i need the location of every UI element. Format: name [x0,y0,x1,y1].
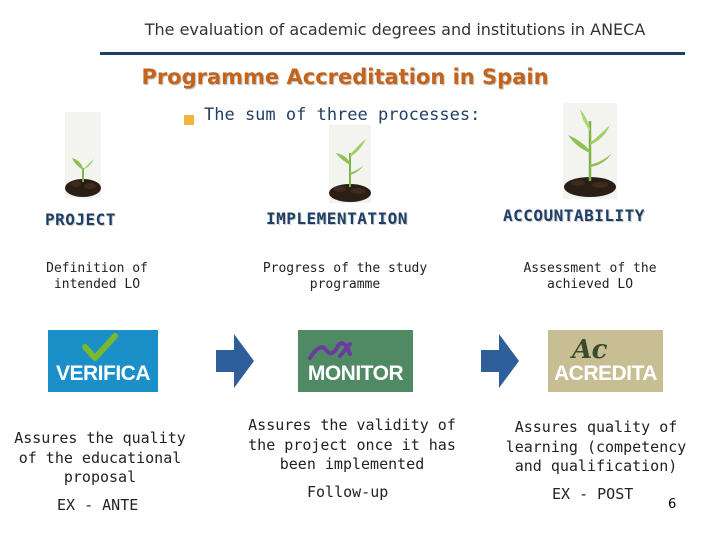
column-title-project: PROJECT [45,210,116,229]
right-arrow-icon [481,332,519,390]
column-assures-implementation: Assures the validity of the project once… [248,416,456,475]
checkmark-icon [82,333,118,363]
right-arrow-icon [216,332,254,390]
acredita-logo-text: ACREDITA [554,362,657,386]
column-assures-accountability: Assures quality of learning (competency … [494,418,698,477]
acredita-logo: Ac ACREDITA [548,330,663,392]
phase-tag-ex-ante: EX - ANTE [57,496,138,514]
column-description-accountability: Assessment of the achieved LO [505,261,675,293]
phase-tag-follow-up: Follow-up [307,483,388,501]
page-title: Programme Accreditation in Spain [0,65,690,89]
monitor-logo-text: MONITOR [308,362,403,386]
column-title-accountability: ACCOUNTABILITY [503,206,645,225]
column-title-implementation: IMPLEMENTATION [266,209,408,228]
header-divider [100,52,685,55]
verifica-logo: VERIFICA [48,330,158,392]
ac-mark-icon: Ac [570,334,620,362]
verifica-logo-text: VERIFICA [56,362,150,386]
monitor-logo: MONITOR [298,330,413,392]
page-subtitle: The sum of three processes: [204,105,480,125]
column-assures-project: Assures the quality of the educational p… [10,429,190,488]
header-title: The evaluation of academic degrees and i… [100,20,690,39]
column-description-implementation: Progress of the study programme [260,261,430,293]
seedling-icon [62,112,104,198]
m-swoosh-icon [306,338,366,362]
young-plant-icon [560,103,620,199]
phase-tag-ex-post: EX - POST [552,485,633,503]
sprout-icon [326,125,374,203]
svg-text:Ac: Ac [570,335,608,362]
column-description-project: Definition of intended LO [22,261,172,293]
page-number: 6 [668,497,676,512]
bullet-square-icon [184,115,194,125]
